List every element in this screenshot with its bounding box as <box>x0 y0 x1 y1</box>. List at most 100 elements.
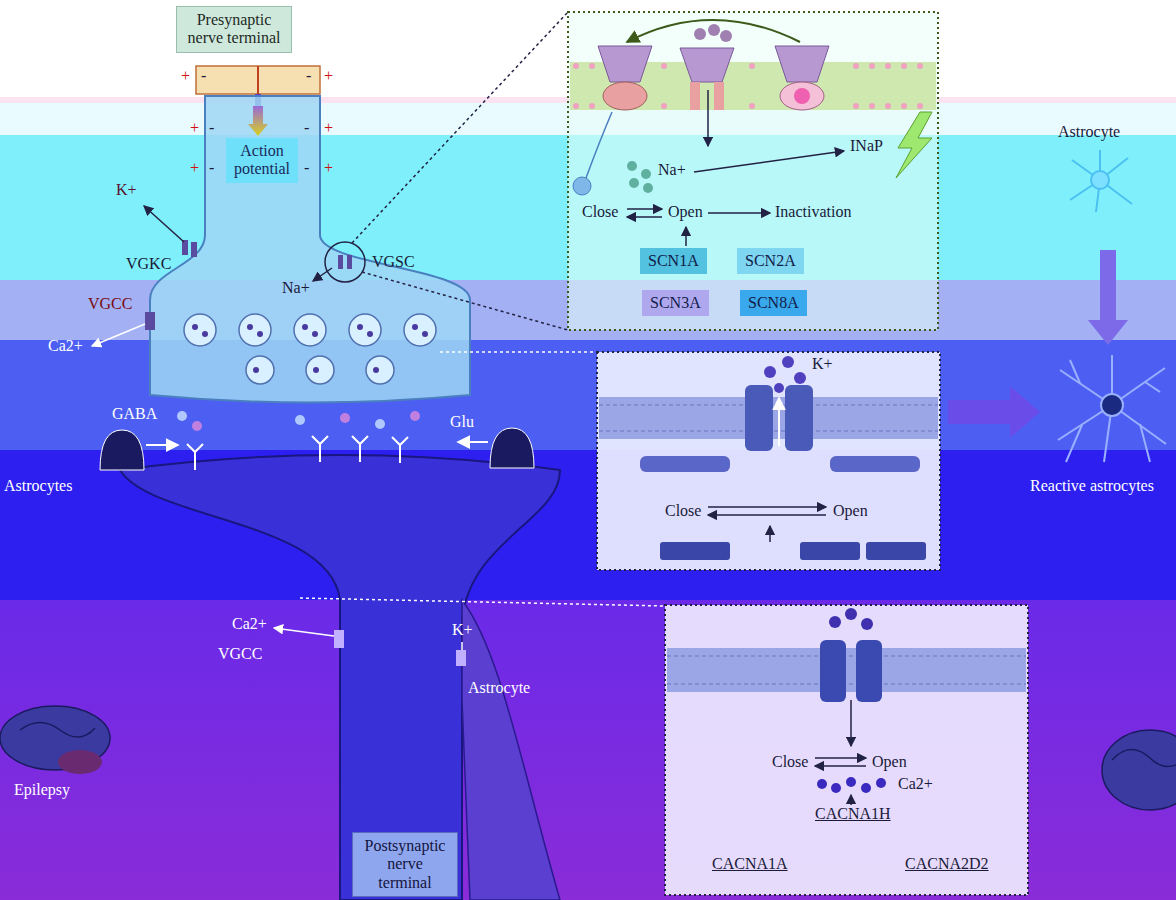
vgcc-channel-part <box>145 312 155 330</box>
reactive-astrocyte-icon-part <box>1140 424 1150 462</box>
inset-leaders-part <box>440 351 597 353</box>
neurotransmitters-part <box>340 413 350 423</box>
postsynaptic-terminal-part <box>462 600 560 900</box>
state-label: Close <box>665 503 701 519</box>
charge-sign: + <box>324 120 333 136</box>
sodium-inset-part-part <box>869 63 875 69</box>
cell-label: Astrocyte <box>468 680 530 696</box>
calcium-inset-part <box>667 648 1026 692</box>
sodium-inset-part <box>586 112 612 178</box>
sodium-inset-part <box>714 82 724 110</box>
disease-label: Epilepsy <box>14 782 70 798</box>
sodium-inset-part-part <box>573 63 579 69</box>
charge-sign: - <box>209 120 214 136</box>
astrocyte-process <box>100 428 534 470</box>
vesicle-contents-part <box>313 367 319 373</box>
activation-arrow-part <box>1088 250 1128 345</box>
gene-label: CACNA1A <box>712 856 788 872</box>
presynaptic-axon-part <box>196 66 320 94</box>
sodium-inset-part-part <box>629 178 639 188</box>
sodium-inset-part-part <box>749 63 755 69</box>
potassium-inset-part <box>708 514 826 516</box>
postsynaptic-channels-part <box>456 650 466 666</box>
vesicle-contents-part <box>422 331 428 337</box>
sodium-inset-part <box>627 20 800 42</box>
sodium-inset-part <box>568 12 938 330</box>
sodium-inset-part <box>708 24 720 36</box>
calcium-inset-part-part <box>846 777 856 787</box>
sodium-inset-part-part <box>661 63 667 69</box>
node-text: SCN2A <box>745 252 796 270</box>
reactive-astrocyte-icon <box>1058 355 1166 462</box>
neurotransmitters-part <box>410 411 420 421</box>
presynaptic-axon <box>150 66 470 403</box>
channel-label: VGKC <box>126 256 171 272</box>
charge-sign: + <box>190 160 199 176</box>
sodium-inset-part <box>707 90 709 146</box>
vesicle-contents-part <box>312 331 318 337</box>
transmitter-label: GABA <box>112 406 157 422</box>
sodium-inset-part-part <box>643 183 653 193</box>
node-text: Presynaptic nerve terminal <box>185 11 283 48</box>
receptors-part <box>352 436 368 462</box>
gene-label: CACNA2D2 <box>905 856 989 872</box>
state-label: Open <box>872 754 907 770</box>
ion-label: K+ <box>812 356 833 372</box>
calcium-inset-part <box>850 795 852 805</box>
sodium-inset-part <box>708 212 770 214</box>
sodium-inset-part-part <box>589 103 595 109</box>
state-label: Open <box>833 503 868 519</box>
sodium-inset-part <box>598 46 652 82</box>
potassium-inset <box>597 352 940 570</box>
channel-label: VGSC <box>372 254 415 270</box>
vesicle-contents-part <box>202 331 208 337</box>
neurotransmitters-part <box>295 415 305 425</box>
receptors-part <box>187 444 203 470</box>
vesicle-contents-part <box>257 331 263 337</box>
sodium-inset-part <box>680 48 734 82</box>
vgsc-callout-part <box>313 268 332 281</box>
gene-box: SCN3A <box>642 290 709 316</box>
sodium-inset-part <box>780 82 824 110</box>
potassium-inset-part <box>597 352 940 570</box>
sodium-inset-part-part <box>573 103 579 109</box>
gene-box: SCN1A <box>640 248 707 274</box>
node-text: SCN8A <box>748 294 799 312</box>
synaptic-vesicles-part <box>294 314 326 346</box>
potassium-inset-part <box>708 506 826 508</box>
sodium-inset-part <box>627 216 662 218</box>
sodium-inset-part-part <box>885 103 891 109</box>
signal-box: Action potential <box>226 138 298 183</box>
reactive-astrocyte-icon-part <box>1101 394 1123 416</box>
ion-label: K+ <box>116 182 137 198</box>
vgcc-channel <box>92 312 155 346</box>
calcium-inset-part-part <box>861 618 873 630</box>
vesicle-contents-part <box>253 367 259 373</box>
calcium-inset-part-part <box>831 783 841 793</box>
calcium-inset-part <box>817 777 886 793</box>
charge-sign: + <box>181 68 190 84</box>
potassium-inset-part <box>778 398 780 446</box>
vgkc-channel-part <box>191 242 197 257</box>
astrocyte-process-part <box>458 441 488 443</box>
sodium-inset-part-part <box>589 63 595 69</box>
pathway-arrow <box>948 386 1040 438</box>
charge-sign: + <box>190 120 199 136</box>
gene-label: CACNA1H <box>815 806 891 822</box>
postsynaptic-channels <box>274 628 466 666</box>
sodium-inset <box>568 12 938 330</box>
vgsc-callout-part <box>362 272 568 330</box>
ion-label: Na+ <box>658 162 686 178</box>
sodium-inset-part-part <box>641 169 651 179</box>
state-label: Close <box>582 204 618 220</box>
sodium-inset-part-part <box>661 103 667 109</box>
terminal-box: Presynaptic nerve terminal <box>176 6 292 53</box>
reactive-astrocyte-icon-part <box>1066 425 1082 462</box>
vesicle-contents-part <box>367 331 373 337</box>
potassium-inset-part <box>769 526 771 542</box>
gene-box: SCN8A <box>740 290 807 316</box>
charge-sign: - <box>201 68 206 84</box>
calcium-inset-part <box>829 608 873 630</box>
vgcc-channel-part <box>92 324 145 346</box>
